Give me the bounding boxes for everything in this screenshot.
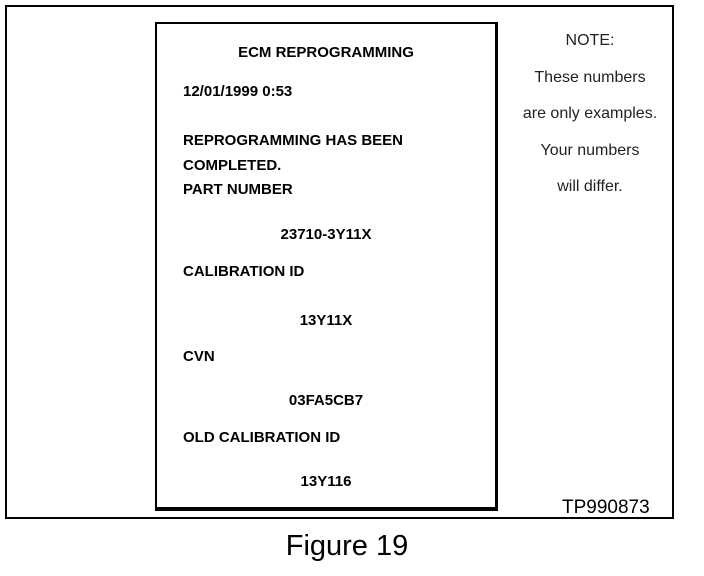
calibration-id-value: 13Y11X bbox=[299, 312, 353, 329]
note-line: Your numbers bbox=[540, 141, 640, 159]
part-number-value: 23710-3Y11X bbox=[280, 226, 372, 243]
part-number-label: PART NUMBER bbox=[183, 181, 293, 198]
status-line-1: REPROGRAMMING HAS BEEN bbox=[183, 132, 404, 149]
screen-title: ECM REPROGRAMMING bbox=[238, 44, 414, 61]
status-line-2: COMPLETED. bbox=[183, 157, 282, 174]
figure-caption: Figure 19 bbox=[285, 530, 409, 562]
note-line: are only examples. bbox=[522, 105, 658, 122]
note-line: will differ. bbox=[557, 178, 623, 195]
note-line: NOTE: bbox=[565, 32, 615, 49]
calibration-id-label: CALIBRATION ID bbox=[183, 263, 305, 280]
cvn-value: 03FA5CB7 bbox=[288, 392, 364, 409]
figure-frame bbox=[5, 5, 674, 519]
cvn-label: CVN bbox=[183, 348, 215, 365]
ecm-reprogramming-screen: ECM REPROGRAMMING 12/01/1999 0:53 REPROG… bbox=[155, 22, 498, 511]
old-calibration-id-label: OLD CALIBRATION ID bbox=[183, 429, 341, 446]
figure-code: TP990873 bbox=[562, 497, 650, 518]
note-box: NOTE: These numbers are only examples. Y… bbox=[510, 30, 670, 213]
note-line: These numbers bbox=[534, 68, 646, 86]
timestamp: 12/01/1999 0:53 bbox=[183, 83, 293, 100]
old-calibration-id-value: 13Y116 bbox=[300, 473, 352, 490]
